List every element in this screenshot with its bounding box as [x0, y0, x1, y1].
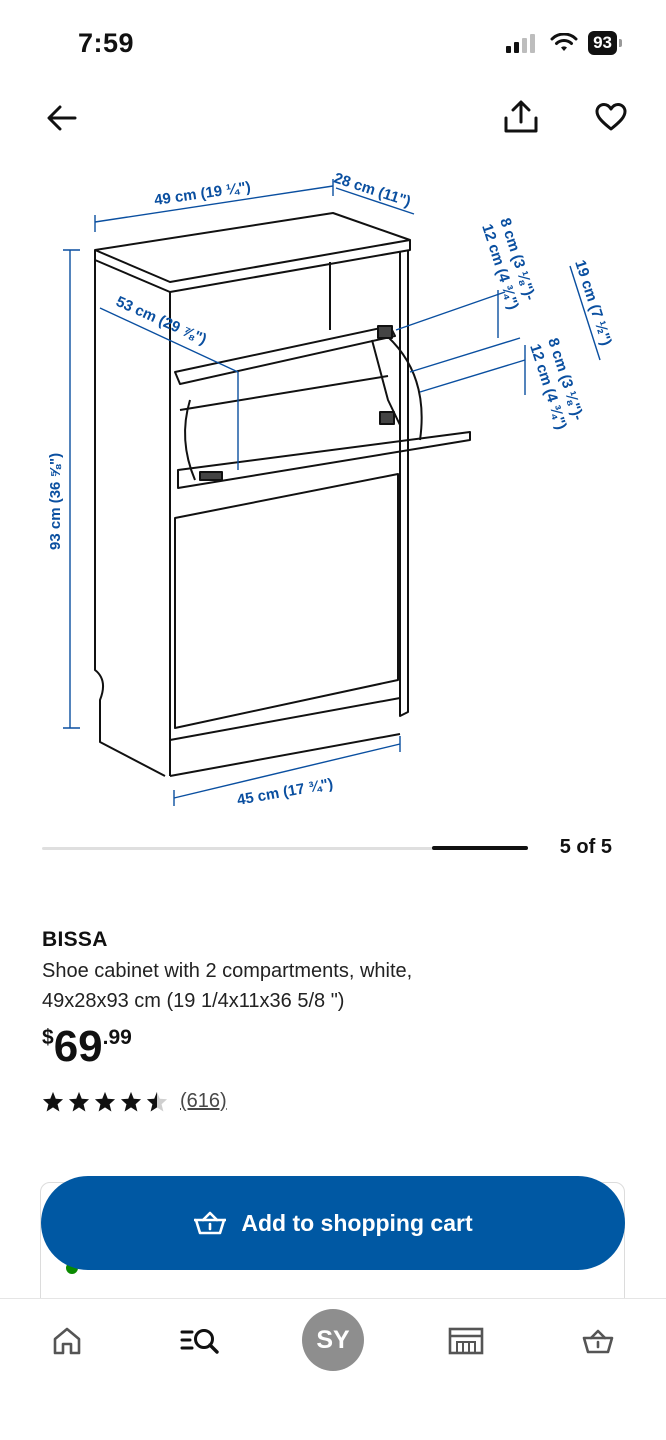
price-integer: 69 — [53, 1022, 103, 1071]
rating-stars — [42, 1091, 168, 1112]
carousel-track — [42, 847, 528, 850]
price-currency: $ — [42, 1026, 54, 1049]
product-name: BISSA — [42, 928, 108, 951]
carousel-page-count: 5 of 5 — [559, 836, 612, 858]
star-icon — [120, 1091, 142, 1112]
nav-store[interactable] — [436, 1311, 496, 1371]
share-button[interactable] — [498, 94, 544, 140]
basket-icon — [194, 1211, 227, 1235]
star-half-icon — [146, 1091, 168, 1112]
bottom-nav: SY — [0, 1298, 666, 1440]
search-icon — [180, 1329, 219, 1354]
nav-home[interactable] — [37, 1311, 97, 1371]
arrow-left-icon — [47, 105, 77, 131]
product-dimension-drawing[interactable]: 49 cm (19 ¼") 28 cm (11") 93 cm (36 ⅝") … — [40, 160, 630, 820]
cart-icon — [582, 1329, 614, 1354]
product-rating[interactable]: (616) — [42, 1090, 632, 1113]
battery-level: 93 — [588, 31, 617, 55]
status-icons: 93 — [506, 31, 622, 55]
favorite-button[interactable] — [588, 94, 634, 140]
status-bar: 7:59 93 — [0, 0, 666, 90]
share-icon — [504, 100, 538, 133]
battery-icon: 93 — [588, 31, 622, 55]
star-icon — [68, 1091, 90, 1112]
star-icon — [94, 1091, 116, 1112]
nav-profile-avatar[interactable]: SY — [302, 1309, 364, 1371]
review-count-link[interactable]: (616) — [180, 1090, 227, 1112]
dim-width-label: 49 cm (19 ¼") — [153, 179, 252, 209]
add-to-cart-label: Add to shopping cart — [241, 1209, 473, 1236]
back-button[interactable] — [40, 96, 84, 140]
product-info: BISSA Shoe cabinet with 2 compartments, … — [42, 928, 632, 1113]
product-description: Shoe cabinet with 2 compartments, white,… — [42, 956, 632, 1016]
product-description-line1: Shoe cabinet with 2 compartments, white, — [42, 960, 413, 982]
store-icon — [448, 1327, 484, 1355]
status-time: 7:59 — [78, 28, 135, 58]
nav-cart[interactable] — [568, 1311, 628, 1371]
star-icon — [42, 1091, 64, 1112]
image-carousel-indicator[interactable]: 5 of 5 — [42, 832, 632, 866]
top-nav — [0, 92, 666, 144]
product-description-line2: 49x28x93 cm (19 1/4x11x36 5/8 ") — [42, 990, 345, 1012]
signal-icon — [506, 34, 536, 53]
wifi-icon — [550, 33, 578, 51]
dim-side-label: 19 cm (7 ½") — [571, 258, 615, 348]
price-decimal: .99 — [102, 1026, 132, 1049]
product-price: $ 69 .99 — [42, 1022, 632, 1072]
dim-height-label: 93 cm (36 ⅝") — [47, 453, 64, 550]
carousel-progress — [432, 846, 528, 850]
heart-icon — [595, 103, 627, 131]
nav-search[interactable] — [170, 1311, 230, 1371]
add-to-cart-button[interactable]: Add to shopping cart — [41, 1176, 625, 1270]
home-icon — [53, 1327, 81, 1355]
